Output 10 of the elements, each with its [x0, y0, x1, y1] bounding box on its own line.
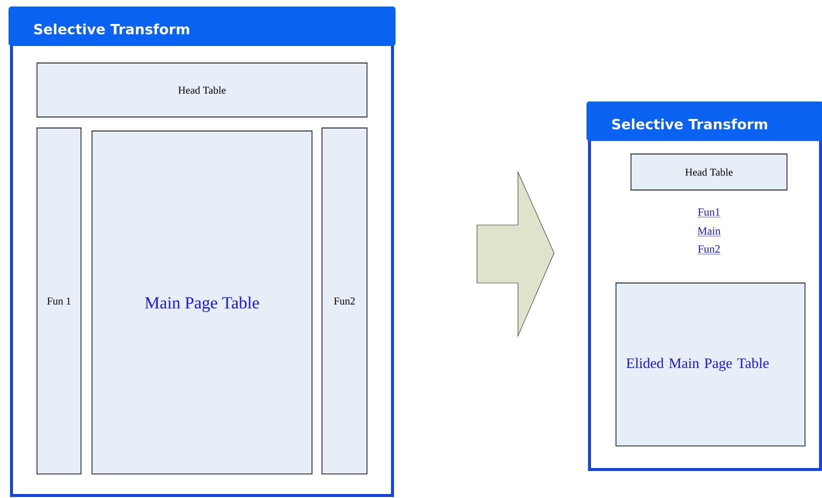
table-box: Head Table [630, 154, 788, 190]
table-box: Head Table [36, 62, 368, 118]
link-text: Fun1 [698, 208, 720, 218]
table-box: Elided Main Page Table [616, 282, 806, 446]
link-text: Fun2 [698, 245, 720, 254]
table-box: Fun2 [322, 128, 368, 474]
block-arrow [476, 170, 554, 338]
table-box: Fun 1 [36, 128, 82, 474]
table-box: Main Page Table [92, 130, 312, 474]
link-text: Main [697, 227, 721, 236]
